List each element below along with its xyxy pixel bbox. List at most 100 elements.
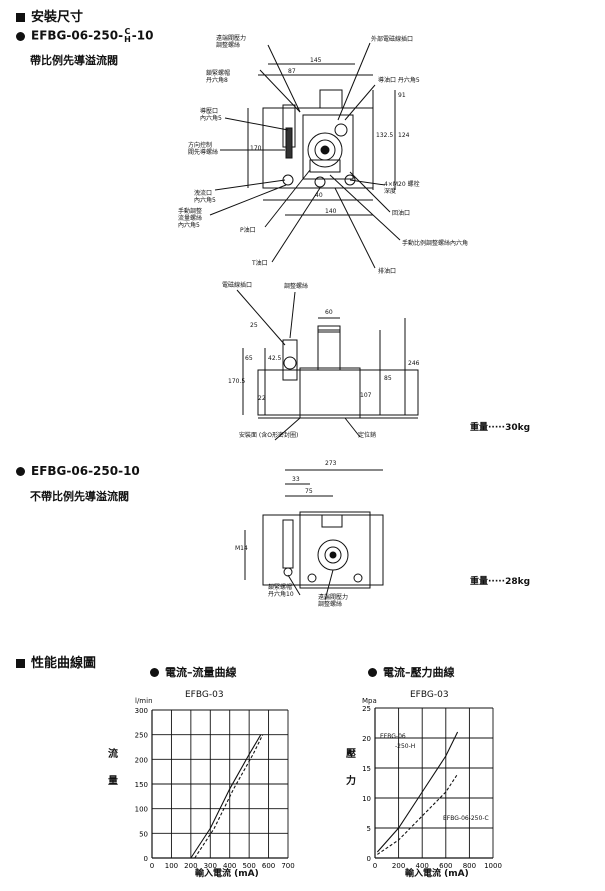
chart-flow-xtick-label: 600 — [262, 862, 275, 870]
chart-pressure-ytick-label: 0 — [367, 855, 371, 863]
chart-pressure-xtick-label: 200 — [392, 862, 405, 870]
dim-246: 246 — [408, 360, 420, 367]
chart-flow-ytick-label: 150 — [135, 781, 148, 789]
chart-pressure-xtick-label: 400 — [416, 862, 429, 870]
label-flow-adjust: 手動調整 流量螺絲 內六角5 — [178, 208, 203, 229]
dim-m14: M14 — [235, 545, 248, 552]
circle-bullet-icon — [16, 467, 25, 476]
weight-2: 重量·····28kg — [470, 577, 531, 587]
chart-flow-xtick-label: 0 — [150, 862, 154, 870]
label-lock-nut: 鎖緊螺帽 丹六角8 — [206, 70, 231, 84]
side-pilot-tower — [317, 329, 341, 371]
chart-flow-series-line — [190, 734, 262, 859]
chart-flow-xtick-label: 300 — [204, 862, 217, 870]
chart-pressure-xtick-label: 0 — [373, 862, 377, 870]
chart-flow-ytick-label: 0 — [144, 855, 148, 863]
chart-pressure-series-line — [376, 731, 459, 853]
chart-pressure-ytick-label: 10 — [362, 795, 371, 803]
dim-60: 60 — [325, 309, 333, 316]
chart-flow-ytick-label: 100 — [135, 806, 148, 814]
dim-124: 124 — [398, 132, 410, 139]
dim-145: 145 — [310, 57, 322, 64]
chart-pressure-ylabel-2: 力 — [346, 776, 356, 787]
label-adjust-screw: 調整螺絲 — [284, 283, 309, 290]
chart-pressure-ytick-label: 15 — [362, 765, 371, 773]
chart-pressure-title: EFBG-03 — [410, 690, 449, 700]
chart-flow-xtick-label: 500 — [242, 862, 255, 870]
chart-pressure-heading: 電流–壓力曲線 — [368, 664, 455, 680]
dim-132: 132.5 — [376, 132, 394, 139]
chart-pressure-xtick-label: 800 — [463, 862, 476, 870]
model-heading-2: EFBG-06-250-10 — [16, 464, 140, 478]
pilot-circle — [307, 132, 343, 168]
chart-flow-heading: 電流–流量曲線 — [150, 664, 237, 680]
circle-bullet-icon — [150, 668, 159, 677]
chart-flow-title: EFBG-03 — [185, 690, 224, 700]
label-locate-pin: 定位銷 — [358, 432, 377, 439]
chart-flow-xlabel: 輸入電流 (mA) — [195, 869, 259, 879]
chart-flow-series-line — [194, 734, 264, 859]
label-inlet-p: P油口 — [240, 227, 256, 234]
chart-pressure-ytick-label: 25 — [362, 705, 371, 713]
square-bullet-icon — [16, 13, 25, 22]
chart-pressure-ytick-label: 5 — [367, 825, 371, 833]
chart-pressure-unit: Mpa — [362, 697, 377, 705]
model-subtitle-1: 帶比例先導溢流閥 — [30, 54, 118, 67]
label-install-face: 安裝面 (含O形密封圈) — [239, 432, 299, 439]
label-pressure-adjust-screw: 手動比例調整螺絲內六角 — [402, 240, 469, 247]
chart-flow-ytick-label: 300 — [135, 707, 148, 715]
label-tank-port: T油口 — [252, 260, 268, 267]
circle-bullet-icon — [368, 668, 377, 677]
dim-42: 42.5 — [268, 355, 282, 362]
chart-flow-xtick-label: 200 — [184, 862, 197, 870]
chart-flow-ytick-label: 200 — [135, 756, 148, 764]
chart-pressure-ylabel-1: 壓 — [346, 749, 356, 760]
label-drain-port: 洩流口 內六角5 — [194, 190, 216, 204]
label-solenoid-port: 電磁線插口 — [222, 282, 253, 289]
dim-65: 65 — [245, 355, 253, 362]
dim-40: 40 — [315, 192, 323, 199]
dim-170: 170 — [250, 145, 262, 152]
annotation-250-c: EFBG-06-250-C — [443, 815, 489, 822]
section-title-installation: 安裝尺寸 — [16, 6, 83, 25]
dim-170-side: 170.5 — [228, 378, 246, 385]
chart-pressure-xlabel: 輸入電流 (mA) — [405, 869, 469, 879]
chart-pressure-ytick-label: 20 — [362, 735, 371, 743]
chart-pressure-series-line — [377, 773, 459, 855]
chart-flow-xtick-label: 400 — [223, 862, 236, 870]
label-lock-nut-2: 鎖緊螺帽 丹六角10 — [268, 584, 294, 598]
circle-bullet-icon — [16, 31, 25, 41]
chart-pressure-xtick-label: 1000 — [484, 862, 502, 870]
label-external-pilot: 外部電磁線插口 — [371, 36, 414, 43]
label-pressure-port: 導壓口 內六角5 — [200, 108, 222, 122]
chart-flow-xtick-label: 100 — [165, 862, 178, 870]
dim-33: 33 — [292, 476, 300, 483]
chart-flow-ylabel-2: 量 — [108, 776, 118, 787]
dim-75: 75 — [305, 488, 313, 495]
label-drain-port-2: 排油口 — [378, 268, 397, 275]
label-remote-adjust: 遠端閥壓力 調整螺絲 — [318, 594, 349, 608]
chart-pressure-xtick-label: 600 — [439, 862, 452, 870]
label-vent-port: 回油口 — [392, 210, 411, 217]
dim-273: 273 — [325, 460, 337, 467]
section-title-performance: 性能曲線圖 — [16, 652, 96, 671]
dim-25: 25 — [250, 322, 258, 329]
chart-flow-ytick-label: 250 — [135, 732, 148, 740]
dim-91: 91 — [398, 92, 406, 99]
chart-flow-unit: l/min — [135, 697, 153, 705]
annotation-efbg-06: EFBG-06 — [380, 733, 406, 740]
weight-1: 重量·····30kg — [470, 423, 531, 433]
square-bullet-icon — [16, 659, 25, 668]
dim-22: 22 — [258, 395, 266, 402]
label-manual-adjust: 遠端閥壓力 調整螺絲 — [216, 35, 247, 49]
dim-107: 107 — [360, 392, 372, 399]
annotation-250-h: -250-H — [395, 743, 416, 750]
dim-140: 140 — [325, 208, 337, 215]
